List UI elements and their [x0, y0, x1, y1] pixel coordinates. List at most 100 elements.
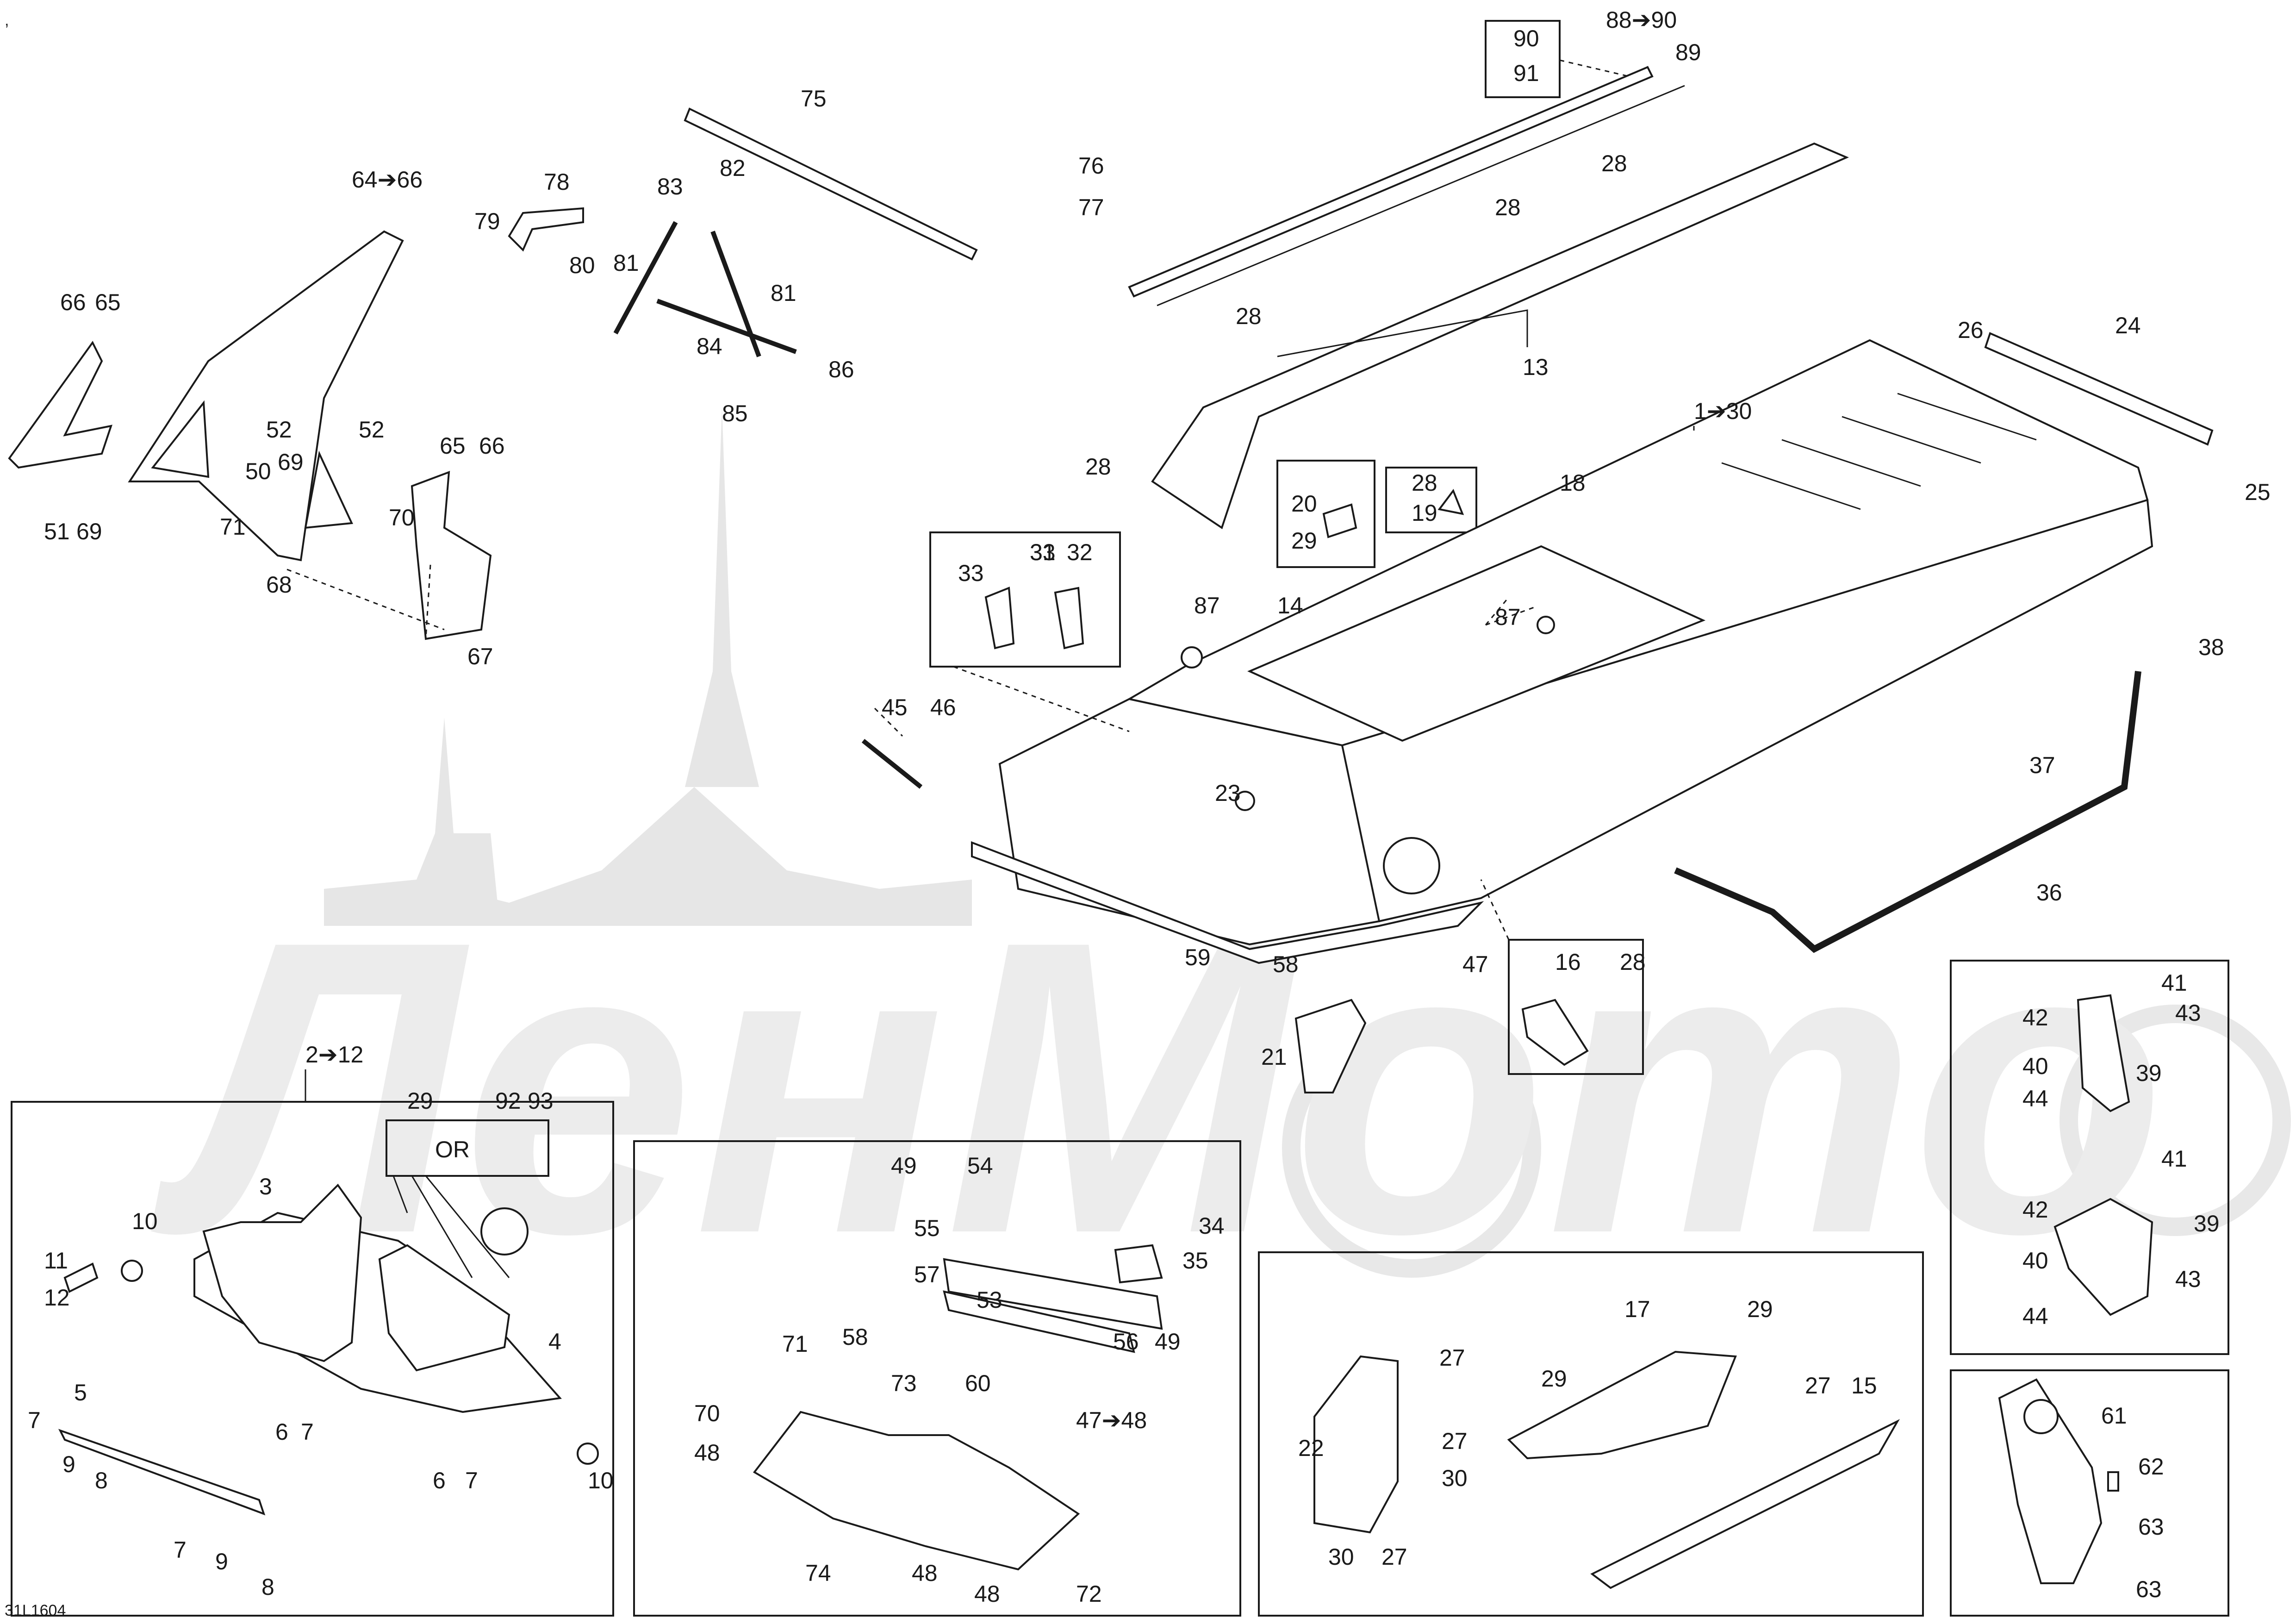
plate-65-right [411, 471, 492, 640]
callout-label: 70 [389, 505, 415, 531]
watermark-wheel-2 [1282, 1018, 1541, 1278]
callout-label: 80 [569, 252, 595, 278]
callout-label: 70 [694, 1400, 720, 1426]
steering-frame-web-left [151, 400, 210, 478]
callout-label: 39 [2194, 1211, 2220, 1237]
callout-label: 25 [2245, 479, 2271, 505]
callout-label: 43 [2175, 1266, 2201, 1292]
callout-label: 82 [720, 155, 746, 181]
group-box-90-91 [1485, 20, 1561, 98]
callout-label: 35 [1182, 1248, 1208, 1274]
callout-label: 63 [2136, 1576, 2162, 1602]
callout-label: 8 [95, 1468, 108, 1493]
bumper-36 [1674, 671, 2141, 953]
group-box-28-19 [1385, 467, 1477, 533]
bracket-39-a [2077, 994, 2130, 1112]
rod-45 [861, 739, 923, 789]
plate-65-left [8, 341, 112, 469]
callout-label: 60 [965, 1370, 991, 1396]
front-frame-3 [202, 1183, 362, 1362]
callout-label: 58 [1273, 951, 1299, 977]
callout-label: 91 [1513, 60, 1539, 86]
clip-11 [63, 1262, 99, 1293]
leader-lines [286, 59, 1695, 1278]
panel-15 [1590, 1419, 1900, 1589]
callout-label: 55 [914, 1215, 940, 1241]
callout-label: 89 [1675, 39, 1701, 65]
group-box-61-63 [1950, 1369, 2229, 1617]
rear-bumper-24 [1984, 332, 2214, 446]
front-frame-assembly [58, 1183, 599, 1516]
callout-label: 21 [1261, 1044, 1287, 1070]
corner-mark: , [5, 12, 9, 29]
callout-label: 42 [2022, 1197, 2048, 1223]
callout-label: 7 [28, 1407, 41, 1433]
tunnel-rib-1 [1721, 393, 2037, 510]
callout-label: 52 [266, 417, 292, 443]
callout-label: 75 [801, 86, 827, 112]
bracket-16 [1521, 999, 1589, 1066]
callout-labels: 88➔90909189757677282828132426251➔3028182… [28, 7, 2271, 1607]
callout-label: 29 [1291, 528, 1317, 554]
callout-label: 33 [958, 560, 984, 586]
bracket-19 [1437, 488, 1464, 515]
handle-78 [508, 207, 584, 252]
callout-label: 41 [2161, 970, 2187, 996]
callout-label: 73 [891, 1370, 917, 1396]
callout-label: 42 [2022, 1005, 2048, 1031]
callout-label: 71 [782, 1331, 808, 1357]
bolt-62 [2107, 1471, 2119, 1492]
callout-label: 44 [2022, 1303, 2048, 1329]
callout-label: 40 [2022, 1053, 2048, 1079]
callout-label: 24 [2115, 312, 2141, 338]
or-separator: OR [435, 1137, 470, 1162]
footrest-47 [753, 1411, 1080, 1571]
plate-55 [943, 1258, 1163, 1330]
callout-label: 22 [1298, 1435, 1324, 1461]
chassis-assembly [971, 339, 2153, 964]
callout-label: 88➔90 [1606, 7, 1677, 33]
callout-label: 20 [1291, 491, 1317, 517]
group-box-16-28 [1508, 939, 1644, 1075]
callout-label: 72 [1076, 1581, 1102, 1607]
callout-label: 9 [62, 1451, 75, 1477]
panel-17 [1507, 1350, 1737, 1460]
callout-label: 41 [2161, 1146, 2187, 1172]
callout-label: 16 [1555, 949, 1581, 975]
group-box-39-44 [1950, 960, 2229, 1355]
callout-label: 8 [261, 1574, 274, 1600]
steering-support-64 [128, 230, 404, 562]
side-panel-assembly [1313, 1350, 1900, 1589]
callout-label: 40 [2022, 1248, 2048, 1274]
callout-label: 49 [891, 1153, 917, 1179]
callout-label: 28 [1495, 194, 1521, 220]
pad-34 [1114, 1244, 1163, 1284]
callout-label: 47➔48 [1076, 1407, 1147, 1433]
callout-label: 28 [1620, 949, 1646, 975]
footrest-assembly [753, 1244, 1163, 1571]
callout-label: 62 [2138, 1454, 2164, 1480]
callout-label: 65 [95, 289, 121, 315]
callout-label: 4 [548, 1329, 561, 1355]
callout-label: 18 [1560, 470, 1586, 496]
callout-label: 30 [1442, 1465, 1468, 1491]
callout-label: 93 [528, 1088, 554, 1114]
callout-label: 6 [275, 1419, 288, 1445]
callout-label: 36 [2036, 880, 2062, 906]
figure-code: 31L1604 [5, 1602, 66, 1619]
callout-label: 81 [613, 250, 639, 276]
callout-label: 76 [1078, 153, 1104, 179]
bracket-20 [1322, 503, 1357, 538]
bracket-32 [1054, 587, 1084, 650]
callout-label: 48 [912, 1560, 938, 1586]
callout-label: 29 [1541, 1366, 1567, 1392]
callout-label: 71 [220, 514, 246, 540]
bulkhead-hole [1383, 837, 1440, 894]
callout-label: 66 [479, 433, 505, 459]
callout-label: 37 [2029, 752, 2055, 778]
callout-label: 92 [495, 1088, 521, 1114]
callout-label: 69 [76, 518, 102, 544]
callout-label: 5 [74, 1380, 87, 1405]
callout-label: 6 [433, 1468, 446, 1493]
callout-label: 66 [60, 289, 86, 315]
